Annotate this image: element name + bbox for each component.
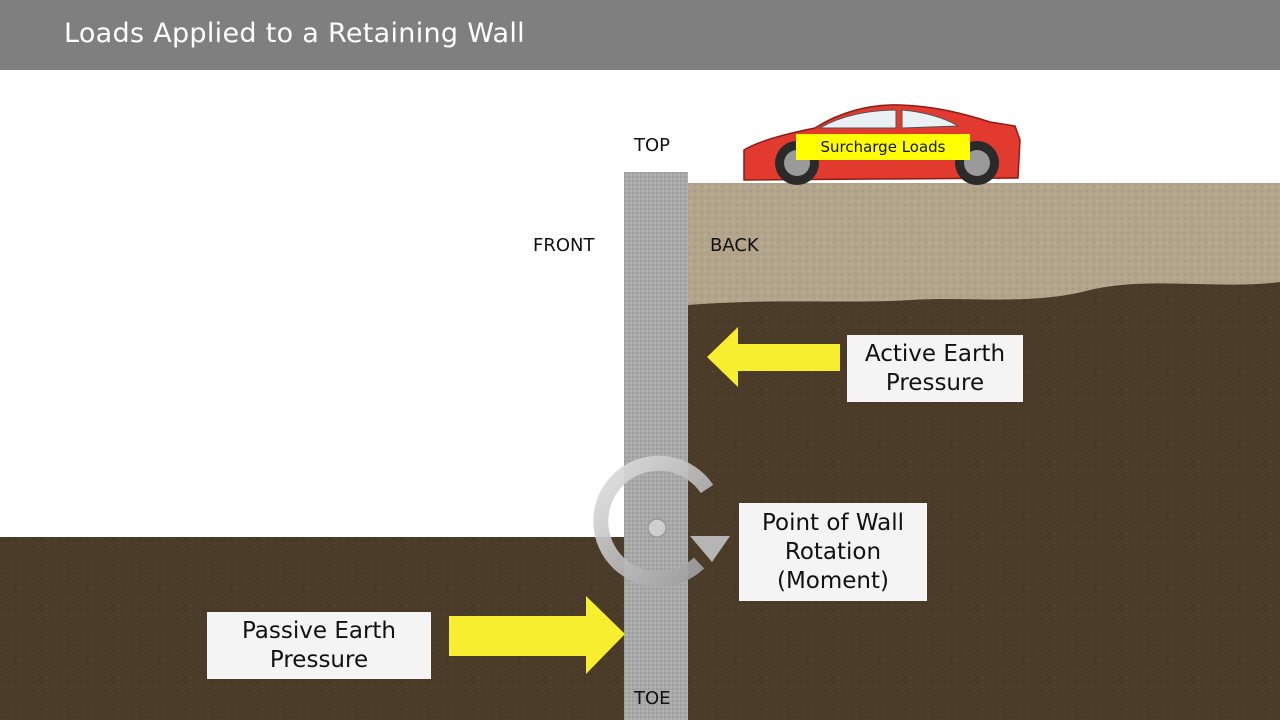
back-label: BACK [710, 235, 759, 256]
front-label: FRONT [533, 235, 595, 256]
toe-label: TOE [634, 688, 671, 709]
active-callout-line-2: Pressure [885, 369, 985, 396]
active-callout-line-1: Active Earth [864, 340, 1006, 367]
passive-pressure-arrow [449, 596, 625, 674]
rotation-callout-line-3: (Moment) [776, 567, 889, 594]
rotation-callout-line-2: Rotation [784, 538, 882, 565]
surcharge-loads-label: Surcharge Loads [820, 138, 946, 156]
top-label: TOP [634, 135, 671, 156]
retaining-wall-diagram [0, 104, 1280, 720]
rotation-symbol [593, 455, 730, 587]
passive-callout-line-2: Pressure [269, 646, 369, 673]
slide-title: Loads Applied to a Retaining Wall [64, 18, 525, 49]
rotation-callout-line-1: Point of Wall [761, 509, 905, 536]
passive-callout-line-1: Passive Earth [241, 617, 397, 644]
surcharge-label-bg [796, 134, 970, 160]
title-bar: Loads Applied to a Retaining Wall [0, 0, 1280, 70]
wall-rotation-callout: Point of Wall Rotation (Moment) [739, 503, 927, 601]
retaining-wall [624, 172, 688, 720]
backfill-topsoil [688, 183, 1280, 305]
passive-earth-pressure-callout: Passive Earth Pressure [207, 612, 431, 679]
active-pressure-arrow [707, 327, 840, 387]
active-earth-pressure-callout: Active Earth Pressure [847, 335, 1023, 402]
